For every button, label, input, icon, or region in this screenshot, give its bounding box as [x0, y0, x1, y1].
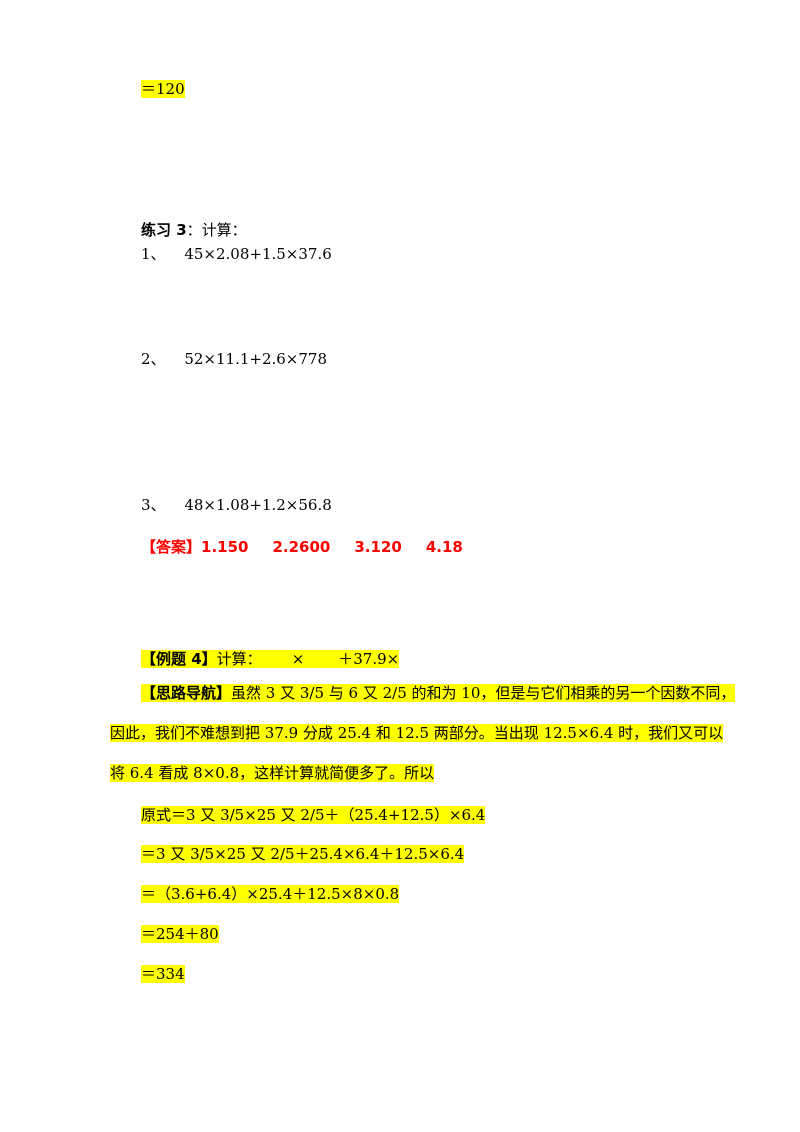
top-result: ＝120: [141, 80, 185, 98]
practice3-item-1: 1、 45×2.08+1.5×37.6: [141, 245, 332, 263]
solution-step-4: ＝254＋80: [141, 925, 219, 943]
item-number: 2、: [141, 350, 166, 368]
solution-step-5: ＝334: [141, 965, 185, 983]
practice3-item-2: 2、 52×11.1+2.6×778: [141, 350, 327, 368]
item-expression: 45×2.08+1.5×37.6: [184, 245, 332, 263]
example4-prompt: 计算：: [216, 650, 262, 668]
practice3-answer: 【答案】1.150 2.2600 3.120 4.18: [141, 538, 463, 556]
item-expression: 52×11.1+2.6×778: [184, 350, 328, 368]
hint-line-1: 【思路导航】虽然 3 又 3/5 与 6 又 2/5 的和为 10，但是与它们相…: [141, 684, 736, 702]
hint-text: 虽然 3 又 3/5 与 6 又 2/5 的和为 10，但是与它们相乘的另一个因…: [231, 684, 736, 702]
item-expression: 48×1.08+1.2×56.8: [184, 496, 332, 514]
practice3-item-3: 3、 48×1.08+1.2×56.8: [141, 496, 332, 514]
hint-label: 【思路导航】: [141, 684, 232, 702]
practice3-title-suffix: ：计算：: [186, 221, 247, 239]
answer-value: 1.150: [201, 538, 249, 556]
example4-op1: ×: [291, 650, 305, 668]
practice3-title: 练习 3: [141, 221, 187, 239]
item-number: 3、: [141, 496, 166, 514]
example4-op2: ＋37.9×: [338, 650, 400, 668]
hint-line-3: 将 6.4 看成 8×0.8，这样计算就简便多了。所以: [110, 764, 435, 782]
example4-heading: 【例题 4】计算： × ＋37.9×: [141, 650, 400, 668]
answer-label: 【答案】: [141, 538, 202, 556]
example4-label: 【例题 4】: [141, 650, 217, 668]
practice3-heading: 练习 3：计算：: [141, 221, 247, 239]
answer-value: 2.2600: [272, 538, 331, 556]
hint-line-2: 因此，我们不难想到把 37.9 分成 25.4 和 12.5 两部分。当出现 1…: [110, 724, 724, 742]
solution-step-2: ＝3 又 3/5×25 又 2/5＋25.4×6.4＋12.5×6.4: [141, 845, 465, 863]
solution-step-1: 原式＝3 又 3/5×25 又 2/5＋（25.4+12.5）×6.4: [141, 806, 486, 824]
answer-value: 3.120: [354, 538, 402, 556]
item-number: 1、: [141, 245, 166, 263]
solution-step-3: ＝（3.6+6.4）×25.4＋12.5×8×0.8: [141, 885, 400, 903]
answer-value: 4.18: [425, 538, 463, 556]
